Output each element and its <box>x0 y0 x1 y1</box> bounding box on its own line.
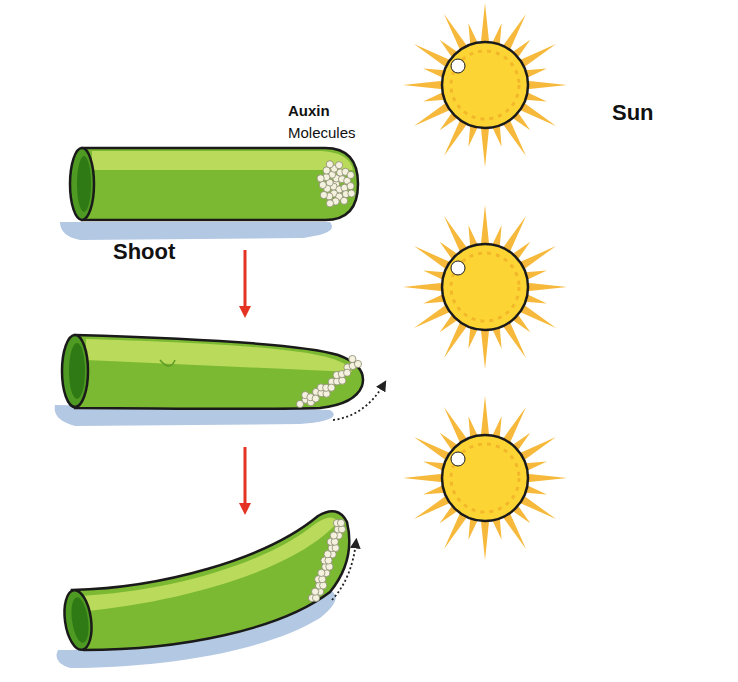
sun-ray <box>525 81 567 90</box>
auxin-dot <box>347 171 354 178</box>
sun-disc <box>442 435 528 521</box>
auxin-dot <box>320 191 327 198</box>
sun-ray <box>481 3 490 45</box>
shoot-label: Shoot <box>113 240 175 264</box>
sun-ray <box>403 474 445 483</box>
sun-ray <box>481 327 490 369</box>
auxin-dot <box>312 395 319 402</box>
sun-ray <box>403 283 445 292</box>
sun-label: Sun <box>612 101 654 125</box>
sun-ray <box>481 125 490 167</box>
sun-ray <box>403 81 445 90</box>
sun-ray <box>525 474 567 483</box>
sequence-arrows <box>244 250 247 509</box>
sun-disc <box>442 244 528 330</box>
auxin-dot <box>341 197 348 204</box>
sun-icon <box>403 3 567 167</box>
auxin-dot <box>347 182 354 189</box>
suns <box>403 3 567 560</box>
auxin-dot <box>326 200 333 207</box>
auxin-dot <box>348 190 355 197</box>
shoot-bent <box>61 511 349 651</box>
shoot-bending <box>62 335 363 409</box>
sun-icon <box>403 396 567 560</box>
auxin-dot <box>335 162 342 169</box>
auxin-label: Auxin <box>288 103 330 120</box>
auxin-dot <box>344 369 351 376</box>
sun-highlight <box>451 261 465 275</box>
sun-icon <box>403 205 567 369</box>
auxin-dot <box>339 377 346 384</box>
sun-highlight <box>451 59 465 73</box>
sun-disc <box>442 42 528 128</box>
sun-texture <box>451 51 519 119</box>
shoot-straight <box>70 148 358 220</box>
sun-ray <box>525 283 567 292</box>
sun-ray <box>481 396 490 438</box>
auxin-movement-arrows <box>332 384 384 600</box>
sun-highlight <box>451 452 465 466</box>
auxin-molecules <box>296 161 361 602</box>
auxin-dot <box>328 384 335 391</box>
sun-ray <box>481 205 490 247</box>
auxin-dot <box>319 181 326 188</box>
sun-ray <box>481 518 490 560</box>
sun-texture <box>451 253 519 321</box>
sun-texture <box>451 444 519 512</box>
molecules-label: Molecules <box>288 125 356 142</box>
auxin-dot <box>354 360 361 367</box>
auxin-dot <box>317 175 324 182</box>
auxin-dot <box>326 161 333 168</box>
auxin-dot <box>337 519 344 526</box>
